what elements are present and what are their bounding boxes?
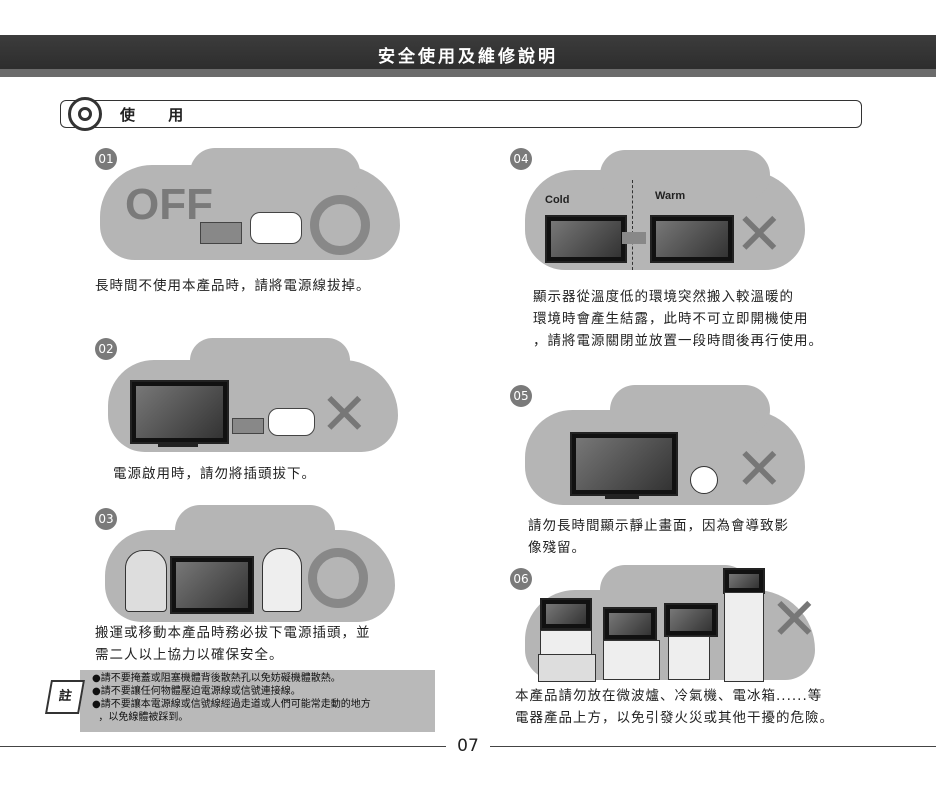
power-outlet-icon: [200, 222, 242, 244]
footer-line-left: [0, 746, 446, 747]
caption-01: 長時間不使用本產品時，請將電源線拔掉。: [95, 278, 371, 294]
arrow-right-icon: [622, 232, 646, 244]
clock-icon: [690, 466, 718, 494]
prohibit-x-icon: ✕: [735, 200, 784, 268]
tv-on-fridge-small: [664, 603, 718, 637]
prohibit-x-icon: ✕: [320, 380, 369, 448]
fridge-icon: [724, 592, 764, 682]
divider-dashed: [632, 180, 633, 270]
microwave-icon: [540, 630, 592, 656]
tv-on-fridge: [723, 568, 765, 594]
tv-cold: [545, 215, 627, 263]
page-title: 安全使用及維修說明: [378, 47, 558, 67]
item-number-06: 06: [510, 568, 532, 590]
cloud-02-top: [190, 338, 350, 383]
tv-03: [170, 556, 254, 614]
cloud-03-top: [175, 505, 335, 555]
header-bar: [0, 35, 936, 77]
prohibit-x-icon: ✕: [770, 585, 819, 653]
caption-02: 電源啟用時，請勿將插頭拔下。: [113, 466, 316, 482]
cloud-05-top: [610, 385, 770, 435]
note-box: [80, 670, 435, 732]
off-label: OFF: [125, 180, 213, 229]
tv-02: [130, 380, 229, 444]
tv-on-aircon: [603, 607, 657, 641]
cabinet-icon: [538, 654, 596, 682]
item-number-03: 03: [95, 508, 117, 530]
item-number-01: 01: [95, 148, 117, 170]
ok-circle-icon: [310, 195, 370, 255]
person-right-icon: [262, 548, 302, 612]
cold-label: Cold: [545, 194, 570, 206]
power-outlet-icon: [232, 418, 264, 434]
item-number-05: 05: [510, 385, 532, 407]
prohibit-x-icon: ✕: [735, 435, 784, 503]
section-frame: [60, 100, 862, 128]
person-left-icon: [125, 550, 167, 612]
caption-03: 搬運或移動本產品時務必拔下電源插頭，並需二人以上協力以確保安全。: [95, 625, 371, 663]
page-number: 07: [457, 736, 479, 756]
ok-circle-icon: [308, 548, 368, 608]
caption-04: 顯示器從溫度低的環境突然搬入較溫暖的環境時會產生結露，此時不可立即開機使用，請將…: [533, 289, 823, 349]
section-label: 使 用: [120, 106, 198, 124]
cloud-01-top: [190, 148, 360, 198]
caption-05: 請勿長時間顯示靜止畫面，因為會導致影像殘留。: [528, 518, 789, 556]
caption-06: 本產品請勿放在微波爐、冷氣機、電冰箱......等電器產品上方，以免引發火災或其…: [515, 688, 834, 726]
footer-line-right: [490, 746, 936, 747]
hand-unplug-icon: [250, 212, 302, 244]
hand-plug-icon: [268, 408, 315, 436]
aircon-icon: [603, 640, 660, 680]
warm-label: Warm: [655, 190, 686, 202]
cloud-04-top: [600, 150, 770, 200]
tv-05: [570, 432, 678, 496]
item-number-04: 04: [510, 148, 532, 170]
tv-warm: [650, 215, 734, 263]
target-icon: [68, 97, 102, 131]
fridge-small-icon: [668, 636, 710, 680]
note-text: ●請不要掩蓋或阻塞機體背後散熱孔以免妨礙機體散熱。 ●請不要讓任何物體壓迫電源線…: [92, 673, 371, 723]
note-icon: 註: [45, 680, 85, 714]
item-number-02: 02: [95, 338, 117, 360]
tv-on-microwave: [540, 598, 592, 630]
